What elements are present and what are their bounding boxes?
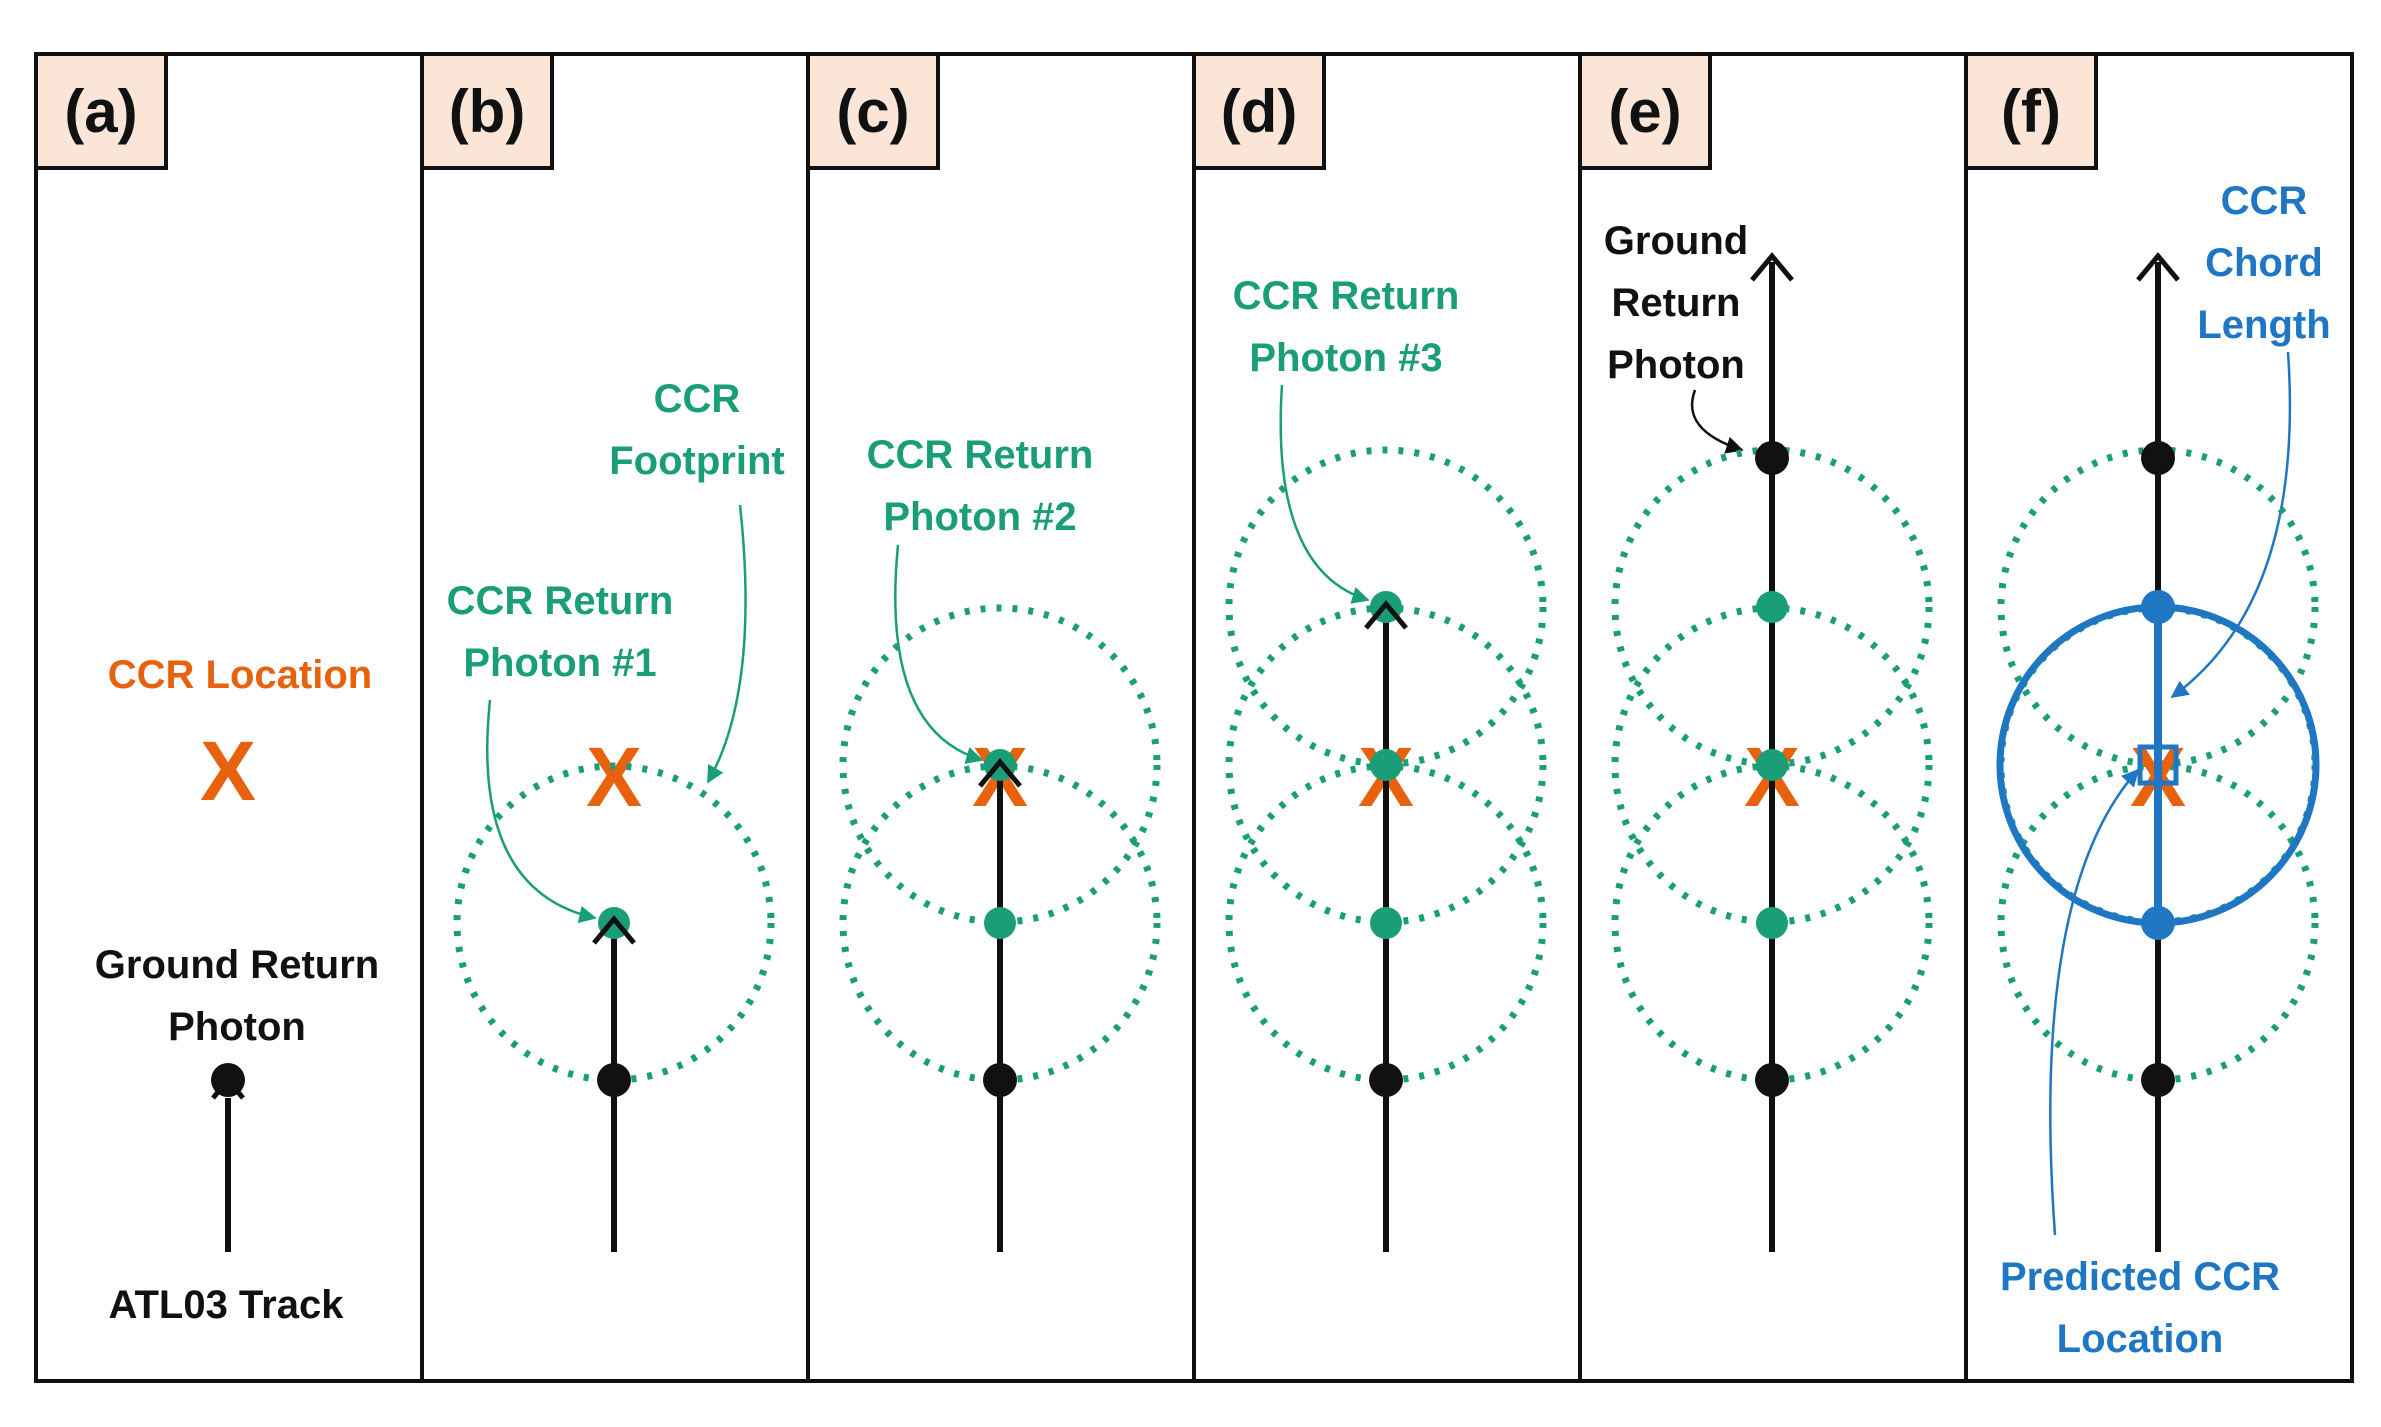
panel-b-label-box: [420, 52, 554, 170]
photon1-label-line1: CCR Return: [447, 579, 674, 623]
predicted-location-marker: [2137, 744, 2179, 786]
ground-return-label-line1: Ground: [1604, 219, 1748, 263]
photon3-pointer-arrow: [1279, 384, 1370, 604]
predicted-pointer-arrow: [2049, 768, 2140, 1236]
panel-b-label: (b): [449, 78, 526, 145]
photon2-pointer-arrow: [894, 544, 984, 764]
footprint-label-line1: CCR: [654, 377, 741, 421]
ground-return-photon-end: [2141, 441, 2175, 475]
panel-b: (b) CCR Footprint CCR Return Photon #1 X: [420, 52, 810, 1383]
photon2-label-line1: CCR Return: [867, 433, 1094, 477]
ground-return-photon-end: [1755, 441, 1789, 475]
panel-d: (d) CCR Return Photon #3 X: [1192, 52, 1582, 1383]
ground-return-photon-start: [1755, 1063, 1789, 1097]
photon1-label-line2: Photon #1: [463, 641, 656, 685]
panel-a-label-box: [34, 52, 168, 170]
atl03-track-label: ATL03 Track: [109, 1283, 345, 1327]
panel-c: (c) CCR Return Photon #2 X: [806, 52, 1196, 1383]
chord-end-dot-top: [2141, 590, 2175, 624]
track-arrowhead: [2136, 252, 2180, 282]
track-arrowhead: [978, 758, 1022, 788]
footprint-circle-3: [1225, 446, 1547, 768]
ground-return-photon: [597, 1063, 631, 1097]
chord-pointer-arrow: [2170, 351, 2292, 699]
track-arrowhead: [1364, 600, 1408, 630]
ground-return-label-line3: Photon: [1607, 343, 1745, 387]
chord-label-line3: Length: [2197, 303, 2330, 347]
photon1-dot: [1756, 907, 1788, 939]
predicted-label-line2: Location: [2057, 1317, 2224, 1361]
chord-label-line1: CCR: [2221, 179, 2308, 223]
ground-return-label-line2: Return: [1612, 281, 1741, 325]
panel-e-label-box: [1578, 52, 1712, 170]
ccr-x-mark: X: [200, 724, 256, 818]
panel-e-label: (e): [1608, 78, 1681, 145]
ccr-x-mark: X: [586, 730, 642, 824]
photon3-label-line2: Photon #3: [1249, 336, 1442, 380]
ground-return-photon: [1369, 1063, 1403, 1097]
panel-d-label-box: [1192, 52, 1326, 170]
footprint-circle-2: [839, 604, 1161, 926]
footprint-pointer-arrow: [706, 504, 747, 784]
ccr-location-label: CCR Location: [108, 653, 372, 697]
photon2-dot: [1370, 749, 1402, 781]
ground-return-label-line1: Ground Return: [95, 943, 379, 987]
predicted-label-line1: Predicted CCR: [2000, 1255, 2280, 1299]
panel-f-label: (f): [2001, 78, 2061, 145]
photon1-dot: [1370, 907, 1402, 939]
ground-return-photon: [983, 1063, 1017, 1097]
photon1-dot: [984, 907, 1016, 939]
track-arrowhead: [211, 1076, 245, 1100]
track-arrowhead: [592, 915, 636, 945]
footprint-label-line2: Footprint: [609, 439, 785, 483]
photon3-dot: [1756, 591, 1788, 623]
panel-e: (e) Ground Return Photon X: [1578, 52, 1968, 1383]
panel-c-label-box: [806, 52, 940, 170]
chord-label-line2: Chord: [2205, 241, 2323, 285]
panel-a-label: (a): [64, 78, 137, 145]
ground-return-pointer-arrow: [1690, 389, 1744, 454]
panel-f: (f) CCR Chord Length X Predicted CCR Loc…: [1964, 52, 2354, 1383]
panel-a: (a) CCR Location X Ground Return Photon …: [34, 52, 424, 1383]
photon1-pointer-arrow: [486, 699, 597, 924]
ground-return-label-line2: Photon: [168, 1005, 306, 1049]
photon3-label-line1: CCR Return: [1233, 274, 1460, 318]
panel-c-label: (c): [836, 78, 909, 145]
panel-d-label: (d): [1221, 78, 1298, 145]
photon2-label-line2: Photon #2: [883, 495, 1076, 539]
ccr-footprint-circle: [453, 762, 775, 1084]
track-arrowhead: [1750, 252, 1794, 282]
photon2-dot: [1756, 749, 1788, 781]
panel-f-label-box: [1964, 52, 2098, 170]
ground-return-photon-start: [2141, 1063, 2175, 1097]
chord-end-dot-bottom: [2141, 906, 2175, 940]
